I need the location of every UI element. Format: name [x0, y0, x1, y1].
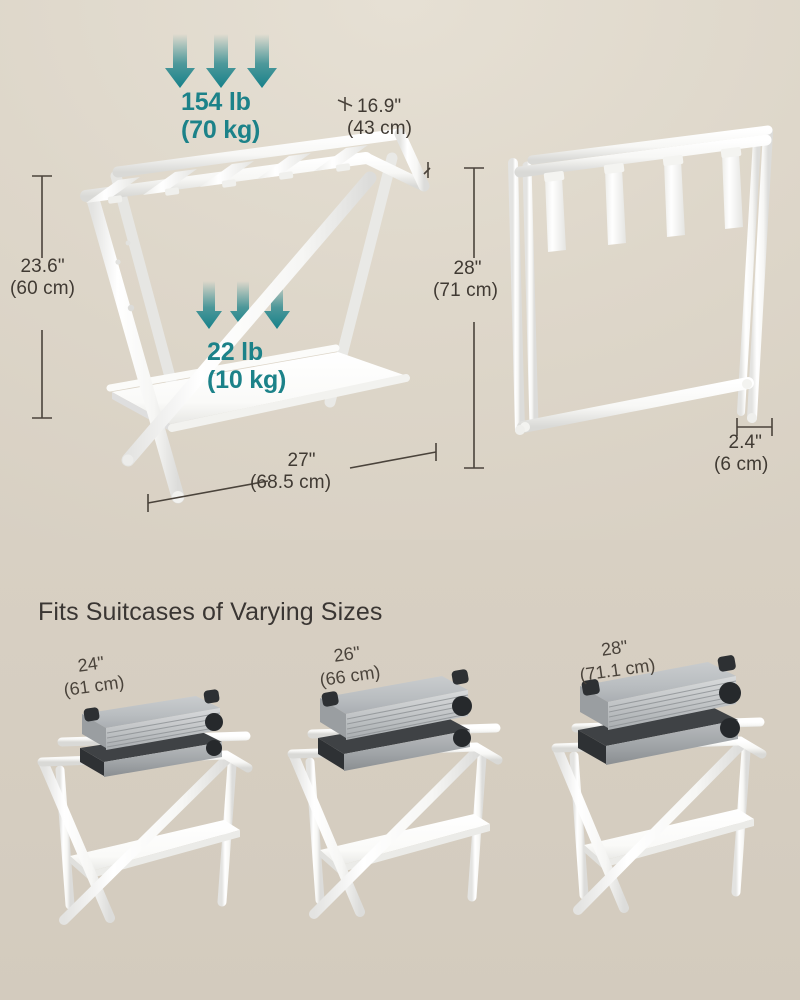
dimension-label-depth: 16.9" (43 cm)	[347, 96, 412, 141]
dimension-lines-top	[32, 97, 773, 512]
depth-line1: 16.9"	[357, 96, 402, 117]
dimension-label-height-open: 23.6" (60 cm)	[10, 256, 75, 301]
height-open-line1: 23.6"	[20, 256, 65, 277]
capacity-top-line2: (70 kg)	[181, 116, 261, 144]
capacity-label-shelf: 22 lb (10 kg)	[207, 338, 286, 394]
folded-luggage-rack-illustration	[508, 125, 773, 435]
rack-straps	[86, 145, 368, 204]
thickness-line1: 2.4"	[728, 432, 762, 453]
capacity-top-line1: 154 lb	[181, 88, 251, 116]
dimension-label-width: 27" (68.5 cm)	[250, 450, 331, 495]
section-heading-fits-suitcases: Fits Suitcases of Varying Sizes	[38, 598, 383, 626]
capacity-shelf-line2: (10 kg)	[207, 366, 287, 394]
capacity-shelf-line1: 22 lb	[207, 338, 263, 366]
height-open-line2: (60 cm)	[10, 278, 76, 300]
capacity-label-top: 154 lb (70 kg)	[181, 88, 260, 144]
folded-rack-straps	[543, 147, 743, 252]
open-luggage-rack-illustration	[80, 128, 430, 504]
height-folded-line1: 28"	[453, 258, 482, 279]
suitcase-26-line1: 26"	[332, 642, 362, 666]
suitcase-size-label-24: 24" (61 cm)	[59, 650, 125, 701]
suitcase-24-line1: 24"	[76, 652, 106, 676]
thickness-line2: (6 cm)	[714, 454, 769, 476]
suitcase-size-label-26: 26" (66 cm)	[315, 640, 381, 691]
height-folded-line2: (71 cm)	[433, 280, 499, 302]
capacity-arrows-shelf	[196, 281, 290, 329]
dimension-label-thickness: 2.4" (6 cm)	[714, 432, 768, 477]
dimension-label-height-folded: 28" (71 cm)	[433, 258, 498, 303]
depth-line2: (43 cm)	[347, 118, 413, 140]
suitcase-28-line1: 28"	[599, 636, 629, 660]
width-line1: 27"	[287, 450, 316, 471]
capacity-arrows-top	[165, 34, 277, 88]
width-line2: (68.5 cm)	[250, 472, 332, 494]
